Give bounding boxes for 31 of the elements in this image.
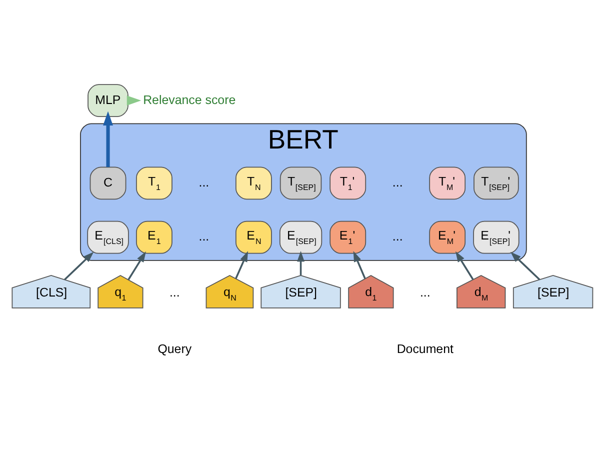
label: ... [169,285,180,300]
node-box: E$_{[SEP]}$' [473,220,520,254]
node-box: T$_{1}$' [330,166,366,200]
arrow [235,250,248,278]
node-text: Relevance score [143,92,236,106]
label: Query [158,341,192,356]
label: ... [198,229,210,244]
arrow [128,250,146,280]
label: ... [198,174,210,189]
node-box: C [90,166,126,200]
node-box: E$_{1}$ [136,220,172,254]
label: ... [420,285,430,300]
label: ... [392,229,403,244]
label: Document [396,341,454,356]
node-box: T$_{[SEP]}$ [280,166,322,200]
arrow [64,251,94,280]
arrow [353,250,366,278]
node-box: E$_{[CLS]}$ [87,220,129,254]
arrow [510,251,540,280]
node-box: E$_{1}$' [330,220,366,254]
node-box: E$_{M}$' [429,220,466,254]
node-box: E$_{[SEP]}$ [279,220,322,254]
label: ... [392,174,403,189]
arrow [455,250,474,280]
node-box: T$_{[SEP]}$' [474,166,519,200]
node-box: T$_{M}$' [429,166,466,200]
arrow [297,250,305,275]
node-box: E$_{N}$ [235,220,272,254]
node-box: T$_{1}$ [136,166,172,200]
arrow [103,110,113,167]
node-box: T$_{N}$ [235,166,272,200]
